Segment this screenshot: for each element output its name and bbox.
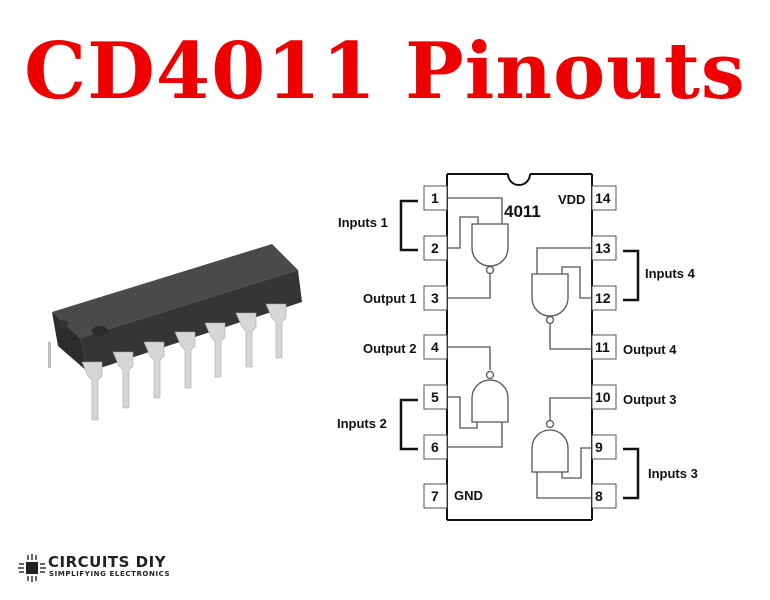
pin-1: 1: [431, 190, 439, 206]
output-3-label: Output 3: [623, 392, 676, 407]
pin-5: 5: [431, 389, 439, 405]
chip-icon: [18, 554, 46, 582]
inputs-2-bracket: [399, 398, 418, 451]
output-2-label: Output 2: [363, 341, 416, 356]
output-4-label: Output 4: [623, 342, 677, 357]
dip14-chip-photo: [48, 244, 302, 421]
output-1-label: Output 1: [363, 291, 416, 306]
vdd-label: VDD: [558, 192, 585, 207]
inputs-2-label: Inputs 2: [337, 416, 387, 431]
circuits-diy-logo: CIRCUITS DIY SIMPLIFYING ELECTRONICS: [18, 553, 198, 585]
pin-4: 4: [431, 339, 439, 355]
pin-12: 12: [595, 290, 611, 306]
logo-name: CIRCUITS DIY: [48, 553, 167, 571]
pin-10: 10: [595, 389, 611, 405]
pin-8: 8: [595, 488, 603, 504]
inputs-4-label: Inputs 4: [645, 266, 696, 281]
inputs-4-bracket: [623, 249, 640, 302]
gnd-label: GND: [454, 488, 483, 503]
inputs-3-label: Inputs 3: [648, 466, 698, 481]
pin-11: 11: [595, 339, 610, 355]
pin-3: 3: [431, 290, 439, 306]
pin-9: 9: [595, 439, 603, 455]
pin-14: 14: [595, 190, 611, 206]
inputs-3-bracket: [623, 447, 640, 500]
inputs-1-label: Inputs 1: [338, 215, 388, 230]
inputs-1-bracket: [399, 199, 418, 252]
page-title: CD4011 Pinouts: [24, 26, 746, 117]
pin-2: 2: [431, 240, 439, 256]
pin-7: 7: [431, 488, 439, 504]
chip-label: 4011: [504, 202, 541, 221]
logo-tagline: SIMPLIFYING ELECTRONICS: [49, 570, 171, 578]
pin-13: 13: [595, 240, 611, 256]
pin-6: 6: [431, 439, 439, 455]
